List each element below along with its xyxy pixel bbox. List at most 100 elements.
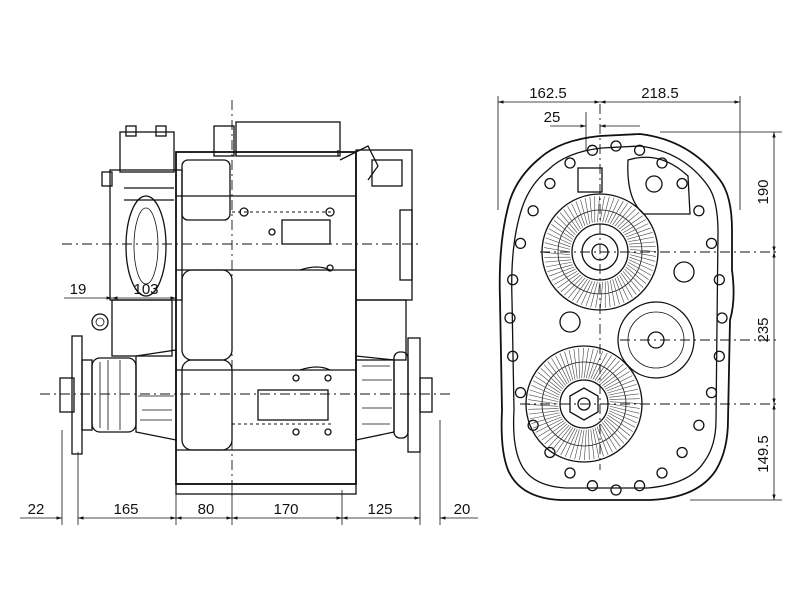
- gear-tooth-line: [547, 361, 566, 386]
- gear-tooth-line: [596, 357, 617, 382]
- gear-tooth-line: [588, 349, 599, 379]
- dim-170: 170: [273, 501, 298, 518]
- dim-103: 103: [133, 281, 158, 298]
- gear-tooth-line: [545, 237, 571, 248]
- gear-tooth-line: [551, 268, 576, 281]
- left-housing: [91, 299, 177, 441]
- gear-tooth-line: [584, 197, 591, 224]
- upper-right-details: [559, 156, 695, 333]
- gear-tooth-line: [551, 224, 573, 240]
- bolt: [507, 350, 519, 362]
- gear-tooth-line: [529, 412, 560, 420]
- gear-tooth-line: [619, 274, 633, 298]
- gear-tooth-line: [602, 196, 610, 223]
- bolt: [527, 419, 539, 431]
- gear-tooth-line: [590, 429, 595, 460]
- bolt: [633, 144, 646, 156]
- gear-tooth-line: [606, 416, 631, 437]
- gear-tooth-line: [583, 348, 589, 379]
- dim-19: 19: [70, 281, 87, 298]
- gear-tooth-line: [616, 208, 636, 228]
- bolt: [544, 177, 556, 190]
- bolt: [676, 177, 688, 190]
- gear-tooth-line: [595, 281, 601, 308]
- gear-tooth-line: [603, 371, 630, 388]
- bolt: [586, 144, 599, 156]
- gear-tooth-line: [600, 423, 617, 450]
- gear-tooth-line: [594, 427, 604, 457]
- gear-tooth-line: [564, 428, 578, 457]
- bolt: [656, 467, 668, 479]
- gear-tooth-line: [585, 281, 596, 307]
- gear-tooth-line: [588, 429, 590, 460]
- gear-tooth-line: [609, 401, 641, 404]
- gear-tooth-line: [590, 281, 598, 308]
- gear-tooth-line: [628, 262, 652, 276]
- bolt: [705, 386, 718, 399]
- gear-tooth-line: [564, 351, 574, 381]
- side-left-dimensions: 19 103: [64, 281, 176, 300]
- gear-tooth-line: [544, 242, 571, 250]
- front-top-dimensions: 162.5 218.5 25: [497, 85, 741, 210]
- gear-tooth-line: [616, 276, 629, 301]
- gear-tooth-line: [606, 379, 635, 392]
- gear-tooth-line: [628, 259, 653, 272]
- side-view: 22 165 80 170 125 20 19 103: [20, 100, 478, 525]
- gear-tooth-line: [544, 423, 568, 445]
- gear-tooth-line: [584, 429, 587, 461]
- main-gearbox-body: [175, 121, 379, 495]
- gear-tooth-line: [627, 232, 653, 240]
- gear-tooth-line: [575, 201, 586, 227]
- gear-tooth-line: [607, 384, 637, 394]
- gear-tooth-line: [592, 428, 600, 459]
- bolt: [514, 237, 527, 250]
- gear-tooth-line: [545, 261, 572, 268]
- gear-tooth-line: [548, 228, 572, 242]
- gear-tooth-line: [567, 206, 581, 230]
- gear-tooth-line: [625, 227, 651, 238]
- gear-tooth-line: [614, 205, 633, 227]
- housing-bolts: [504, 140, 728, 496]
- gear-tooth-line: [629, 256, 655, 267]
- gear-tooth-line: [531, 384, 560, 398]
- side-bottom-dimensions: 22 165 80 170 125 20: [20, 420, 478, 525]
- gear-tooth-line: [609, 408, 639, 419]
- lower-gear: [525, 345, 643, 463]
- dim-190: 190: [755, 179, 772, 204]
- bolt: [633, 480, 646, 492]
- gear-tooth-line: [528, 394, 559, 403]
- dim-162-5: 162.5: [529, 85, 567, 102]
- gear-tooth-line: [548, 425, 570, 448]
- gear-tooth-line: [622, 271, 641, 292]
- dim-80: 80: [198, 501, 215, 518]
- gear-tooth-line: [622, 219, 646, 233]
- bolt: [656, 157, 668, 169]
- gear-tooth-line: [537, 371, 562, 392]
- gear-tooth-line: [599, 196, 605, 223]
- gear-tooth-line: [609, 280, 616, 307]
- gear-tooth-line: [543, 252, 571, 255]
- gear-tooth-line: [627, 264, 649, 280]
- gear-tooth-line: [619, 211, 640, 230]
- bolt: [586, 480, 599, 492]
- bolt: [713, 350, 725, 362]
- gear-tooth-line: [573, 348, 578, 379]
- gear-tooth-line: [612, 203, 628, 225]
- dim-165: 165: [113, 501, 138, 518]
- gear-tooth-line: [629, 251, 656, 257]
- gear-tooth-line: [557, 272, 579, 289]
- gear-tooth-line: [600, 363, 624, 385]
- gear-tooth-line: [624, 268, 644, 288]
- gear-tooth-line: [544, 247, 571, 253]
- bolt: [610, 484, 622, 496]
- gear-tooth-line: [604, 197, 615, 223]
- front-view: 162.5 218.5 25 190 235 149.5: [497, 85, 782, 501]
- gear-tooth-line: [585, 348, 594, 379]
- gear-tooth-line: [571, 203, 584, 228]
- gear-tooth-line: [605, 375, 633, 390]
- gear-tooth-line: [620, 273, 637, 295]
- gear-tooth-line: [628, 236, 655, 243]
- gear-tooth-line: [555, 355, 570, 383]
- gear-tooth-line: [564, 276, 584, 296]
- gear-tooth-line: [560, 428, 576, 456]
